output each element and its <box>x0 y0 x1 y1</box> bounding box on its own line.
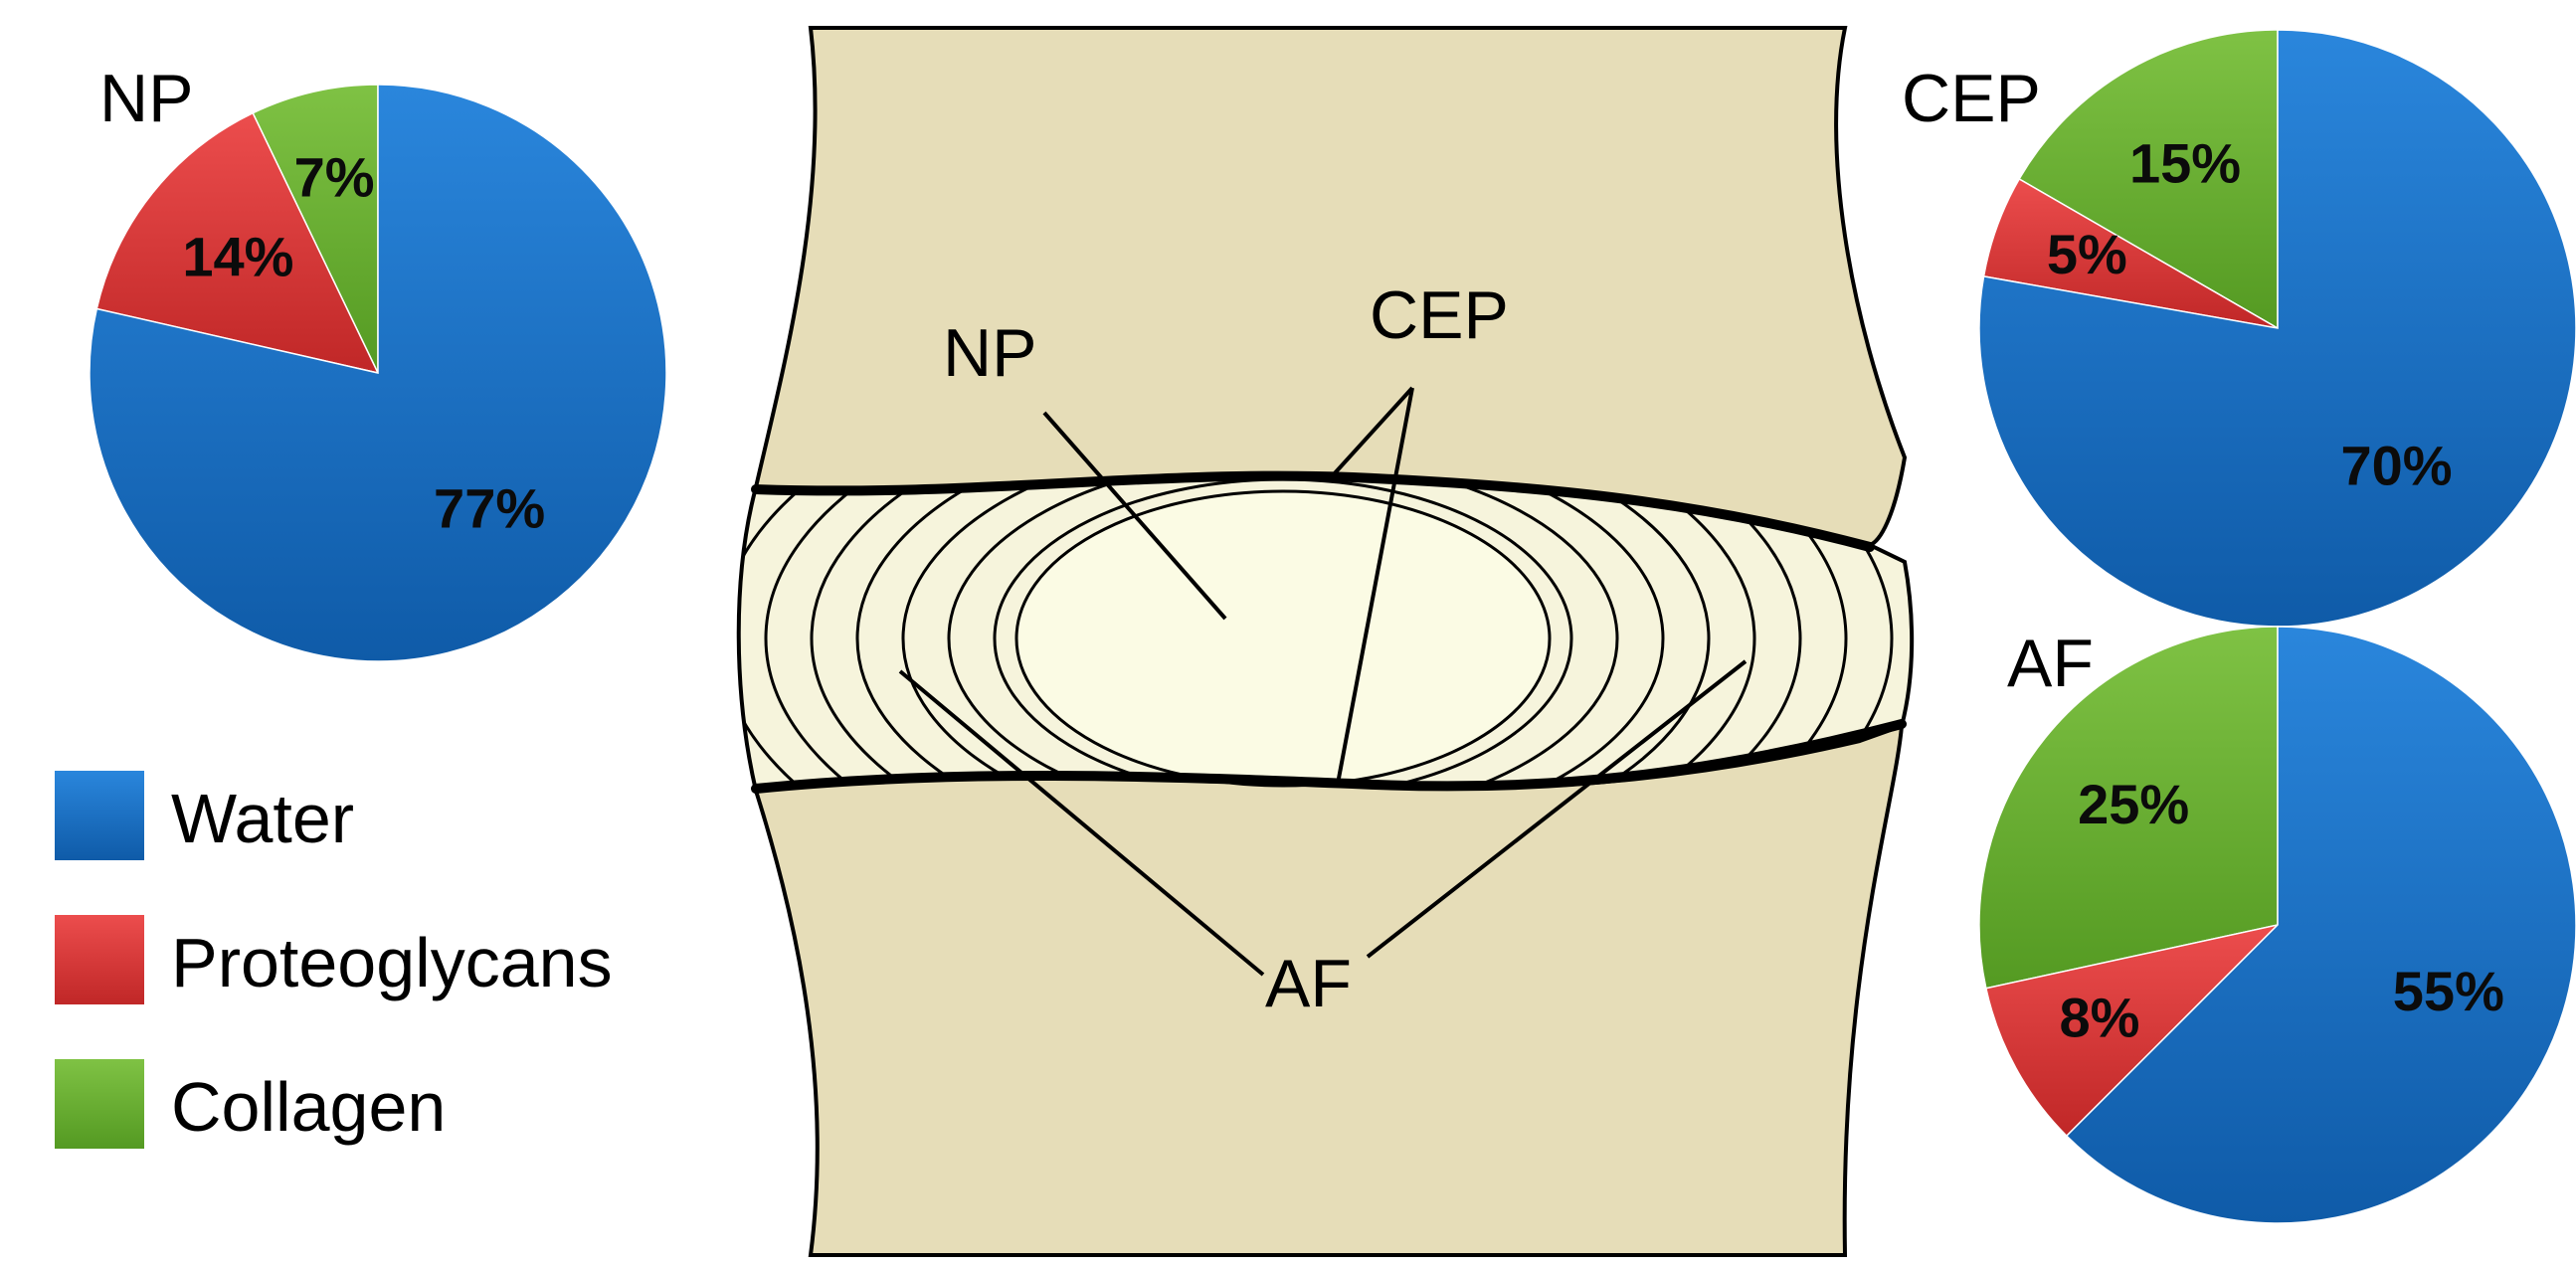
pie-title-cep: CEP <box>1902 61 2041 136</box>
annulus-lamella <box>738 473 1894 791</box>
annulus-lamella <box>855 473 1711 791</box>
af-leader-line-2 <box>1366 659 1748 959</box>
lower-endplate <box>751 719 1907 794</box>
af-leader-line-1 <box>898 669 1265 977</box>
annulus-lamella <box>901 473 1665 791</box>
spine-diagram: NP CEP AF <box>736 26 1915 1257</box>
cep-leader-line-upper <box>1331 386 1414 477</box>
annulus-lamella <box>947 473 1619 791</box>
pie-slice-np-water <box>89 84 667 662</box>
legend-swatch-proteoglycans <box>55 915 144 1004</box>
np-leader-line <box>1042 411 1227 621</box>
pie-slice-af-water <box>2065 626 2576 1224</box>
legend: Water Proteoglycans Collagen <box>55 771 613 1149</box>
pie-chart-np: NP 77% 14%7% <box>89 61 667 662</box>
annulus-lamella <box>810 473 1756 791</box>
pie-title-np: NP <box>99 61 193 136</box>
cep-leader-line-lower <box>1336 387 1414 785</box>
pie-label-np-collagen: 7% <box>294 146 375 209</box>
pie-label-np-proteoglycans: 14% <box>182 226 293 288</box>
pie-slice-af-proteoglycans <box>1984 923 2281 1138</box>
upper-endplate <box>751 470 1875 552</box>
pie-label-af-collagen: 25% <box>2078 773 2189 835</box>
diagram-label-cep: CEP <box>1370 277 1509 353</box>
pie-slice-cep-collagen <box>2018 29 2279 330</box>
pie-label-cep-collagen: 15% <box>2129 132 2241 195</box>
pie-label-af-water: 55% <box>2393 960 2504 1022</box>
pie-slice-np-proteoglycans <box>95 111 380 375</box>
pie-slice-cep-water <box>1978 29 2576 628</box>
legend-label-proteoglycans: Proteoglycans <box>171 924 613 1001</box>
diagram-label-np: NP <box>943 315 1036 391</box>
pie-label-np-water: 77% <box>434 476 545 539</box>
legend-swatch-water <box>55 771 144 860</box>
legend-swatch-collagen <box>55 1059 144 1149</box>
pie-chart-cep: CEP 70% 5%15% <box>1902 29 2576 628</box>
legend-label-collagen: Collagen <box>171 1068 446 1146</box>
pie-title-af: AF <box>2007 626 2094 701</box>
pie-label-af-proteoglycans: 8% <box>2059 987 2139 1049</box>
diagram-label-af: AF <box>1265 946 1352 1021</box>
annulus-lamella <box>764 473 1802 791</box>
pie-slice-np-collagen <box>252 84 379 374</box>
pie-slice-af-collagen <box>1978 626 2279 990</box>
upper-vertebra <box>753 26 1908 548</box>
legend-label-water: Water <box>171 780 354 857</box>
pie-label-cep-proteoglycans: 5% <box>2047 223 2127 285</box>
nucleus-pulposus <box>1014 489 1552 788</box>
pie-label-cep-water: 70% <box>2341 434 2453 496</box>
pie-chart-af: AF 55% 8% 25% <box>1978 626 2576 1224</box>
annulus-lamella <box>738 473 1848 791</box>
